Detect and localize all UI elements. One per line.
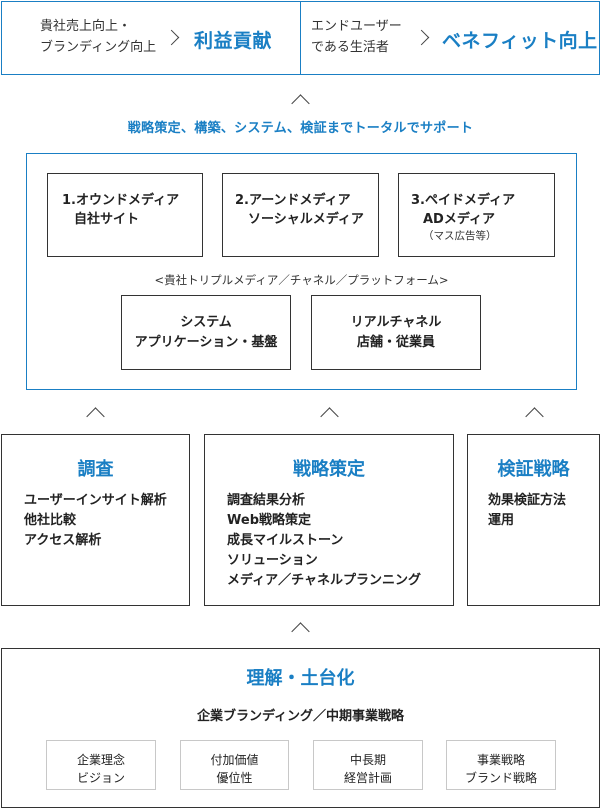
foundation-item: 企業理念 ビジョン xyxy=(46,740,156,790)
column-list: 効果検証方法 運用 xyxy=(488,491,566,531)
list-item: アクセス解析 xyxy=(24,533,102,548)
foundation-item-line: 付加価値 xyxy=(210,753,259,767)
tagline: 戦略策定、構築、システム、検証までトータルでサポート xyxy=(127,121,474,136)
system-box: システム アプリケーション・基盤 xyxy=(121,295,291,370)
column-title: 戦略策定 xyxy=(293,459,365,480)
chevron-up-icon xyxy=(86,407,105,426)
real-channel-box-subtitle: 店舗・従業員 xyxy=(356,335,435,350)
media-box-title: 1.オウンドメディア xyxy=(62,193,180,208)
top-left-text: 貴社売上向上・ ブランディング向上 xyxy=(40,16,156,58)
media-box-subtitle: ソーシャルメディア xyxy=(248,212,364,227)
media-box-note: （マス広告等） xyxy=(423,230,497,242)
foundation-box xyxy=(1,648,600,808)
media-box-subtitle: 自社サイト xyxy=(74,212,140,227)
platform-label: <貴社トリプルメディア／チャネル／プラットフォーム> xyxy=(154,273,449,287)
foundation-item-line: 中長期 xyxy=(349,753,386,767)
foundation-title: 理解・土台化 xyxy=(246,668,355,689)
top-left-result: 利益貢献 xyxy=(194,30,273,52)
media-group xyxy=(26,153,577,390)
foundation-item-line: 企業理念 xyxy=(76,753,125,767)
column-research: 調査 ユーザーインサイト解析 他社比較 アクセス解析 xyxy=(1,434,190,606)
column-list: 調査結果分析 Web戦略策定 成長マイルストーン ソリューション メディア／チャ… xyxy=(227,491,421,591)
list-item: メディア／チャネルプランニング xyxy=(227,573,421,588)
system-box-title: システム xyxy=(180,315,232,330)
chevron-up-icon xyxy=(525,407,544,426)
foundation-item-line: 経営計画 xyxy=(343,771,392,785)
column-list: ユーザーインサイト解析 他社比較 アクセス解析 xyxy=(24,491,167,551)
media-box-paid: 3.ペイドメディア ADメディア （マス広告等） xyxy=(398,173,555,257)
foundation-item: 事業戦略 ブランド戦略 xyxy=(446,740,556,790)
list-item: 他社比較 xyxy=(24,513,77,528)
real-channel-box: リアルチャネル 店舗・従業員 xyxy=(311,295,481,370)
media-box-owned: 1.オウンドメディア 自社サイト xyxy=(47,173,203,257)
chevron-up-icon xyxy=(291,94,310,113)
top-banner-divider xyxy=(300,1,301,75)
media-box-subtitle: ADメディア xyxy=(423,212,495,227)
list-item: 運用 xyxy=(488,513,515,528)
media-box-title: 3.ペイドメディア xyxy=(411,193,516,208)
top-right-text: エンドユーザー である生活者 xyxy=(311,16,402,58)
column-strategy: 戦略策定 調査結果分析 Web戦略策定 成長マイルストーン ソリューション メデ… xyxy=(204,434,454,606)
media-box-earned: 2.アーンドメディア ソーシャルメディア xyxy=(222,173,379,257)
foundation-item: 中長期 経営計画 xyxy=(313,740,423,790)
foundation-item-line: ブランド戦略 xyxy=(464,771,537,785)
foundation-item-line: 優位性 xyxy=(216,771,253,785)
chevron-up-icon xyxy=(291,622,310,641)
list-item: 成長マイルストーン xyxy=(227,533,344,548)
foundation-subtitle: 企業ブランディング／中期事業戦略 xyxy=(196,709,405,724)
list-item: ユーザーインサイト解析 xyxy=(24,493,167,508)
foundation-item: 付加価値 優位性 xyxy=(180,740,289,790)
top-right-line1: エンドユーザー xyxy=(311,19,402,34)
foundation-item-line: ビジョン xyxy=(76,771,125,785)
system-box-subtitle: アプリケーション・基盤 xyxy=(134,335,278,350)
list-item: 調査結果分析 xyxy=(227,493,306,508)
media-box-title: 2.アーンドメディア xyxy=(235,193,351,208)
list-item: Web戦略策定 xyxy=(227,513,311,528)
top-right-result: ベネフィット向上 xyxy=(442,30,598,52)
chevron-up-icon xyxy=(320,407,339,426)
column-title: 検証戦略 xyxy=(497,459,570,480)
top-right-line2: である生活者 xyxy=(311,40,389,55)
list-item: 効果検証方法 xyxy=(488,493,567,508)
foundation-item-line: 事業戦略 xyxy=(476,753,525,767)
top-left-line1: 貴社売上向上・ xyxy=(40,19,132,34)
column-verification: 検証戦略 効果検証方法 運用 xyxy=(467,434,600,606)
list-item: ソリューション xyxy=(227,553,318,568)
top-left-line2: ブランディング向上 xyxy=(40,40,157,55)
real-channel-box-title: リアルチャネル xyxy=(350,315,442,330)
column-title: 調査 xyxy=(77,459,114,480)
